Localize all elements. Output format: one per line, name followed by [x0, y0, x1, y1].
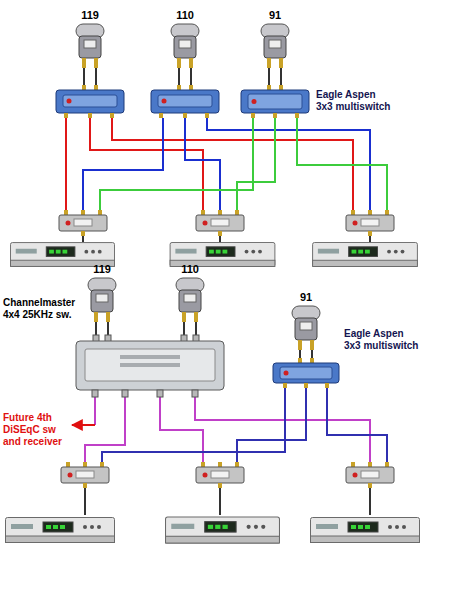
channelmaster-symbol: [75, 335, 225, 397]
multiswitch: Eagle Aspen 3x3 multiswitch: [272, 358, 340, 388]
lnb-symbol: [70, 22, 110, 68]
satellite-number: 110: [165, 8, 205, 22]
switch-label: Eagle Aspen 3x3 multiswitch: [344, 328, 422, 352]
receiver: [166, 517, 280, 543]
multiswitch: [56, 85, 124, 118]
satellite-number: 119: [70, 8, 110, 22]
lnb-graphic: [170, 276, 210, 322]
diseqc-switch: [346, 210, 394, 236]
lnb-symbol: [170, 276, 210, 322]
diseqc-switch: [61, 462, 109, 488]
lnb-symbol: [82, 276, 122, 322]
multiswitch: Eagle Aspen 3x3 multiswitch: [240, 85, 310, 118]
switch-label: Channelmaster 4x4 25KHz sw.: [3, 297, 79, 321]
lnb-graphic: [255, 22, 295, 68]
multiswitch: [151, 85, 219, 118]
lnb: 110: [165, 8, 205, 68]
channelmaster-switch: Channelmaster 4x4 25KHz sw.: [75, 335, 225, 397]
lnb-cable: [300, 350, 312, 358]
lnb-cable: [84, 62, 191, 86]
lnb: 91: [255, 8, 295, 68]
lnb-cable: [269, 68, 281, 85]
lnb-graphic: [70, 22, 110, 68]
lnb-graphic: [286, 304, 326, 350]
diseqc-switch: [196, 462, 244, 488]
receiver: [10, 243, 114, 267]
satellite-number: 91: [286, 290, 326, 304]
lnb-symbol: [255, 22, 295, 68]
lnb: 119: [82, 262, 122, 322]
diseqc-switch: [196, 210, 244, 236]
coax-wires: [85, 388, 387, 515]
diseqc-switch: [59, 210, 107, 236]
receiver: [170, 242, 275, 266]
callout-arrow: [72, 424, 95, 426]
lnb-graphic: [82, 276, 122, 322]
lnb-graphic: [165, 22, 205, 68]
receiver: [313, 242, 418, 266]
switch-label: Eagle Aspen 3x3 multiswitch: [316, 89, 394, 113]
lnb-symbol: [165, 22, 205, 68]
receiver: [6, 518, 115, 543]
lnb-symbol: [286, 304, 326, 350]
callout-note: Future 4th DiSEqC sw and receiver: [3, 412, 67, 448]
lnb-cable: [184, 322, 196, 335]
coax-wires: [66, 118, 387, 242]
lnb: 119: [70, 8, 110, 68]
multiswitch-symbol: [240, 85, 310, 118]
satellite-number: 119: [82, 262, 122, 276]
lnb-cable: [96, 322, 108, 335]
lnb: 110: [170, 262, 210, 322]
receiver: [311, 518, 420, 543]
diseqc-switch: [346, 462, 394, 488]
multiswitch-symbol: [272, 358, 340, 388]
satellite-number: 110: [170, 262, 210, 276]
lnb: 91: [286, 290, 326, 350]
satellite-number: 91: [255, 8, 295, 22]
